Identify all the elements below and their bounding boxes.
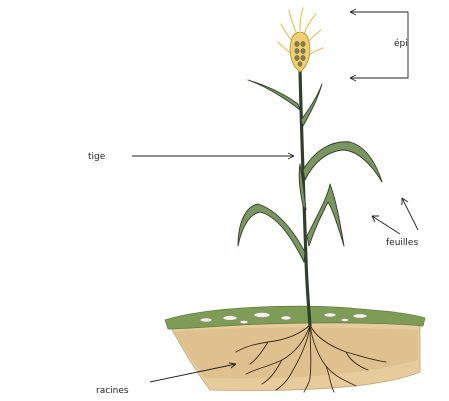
leaves <box>238 80 382 262</box>
label-tige: tige <box>88 152 106 162</box>
label-epi: épi <box>394 38 408 49</box>
wheat-ear <box>278 8 323 72</box>
feuilles-pointer-2 <box>372 216 400 234</box>
leaf-mid-right <box>303 142 382 182</box>
leaf-low-left <box>238 204 305 262</box>
feuilles-pointer-1 <box>402 198 418 230</box>
leaf-upper-right <box>301 84 322 126</box>
leaf-low-right <box>307 184 344 246</box>
leaf-upper-left <box>248 80 300 110</box>
label-racines: racines <box>96 386 129 396</box>
label-feuilles: feuilles <box>386 238 418 248</box>
